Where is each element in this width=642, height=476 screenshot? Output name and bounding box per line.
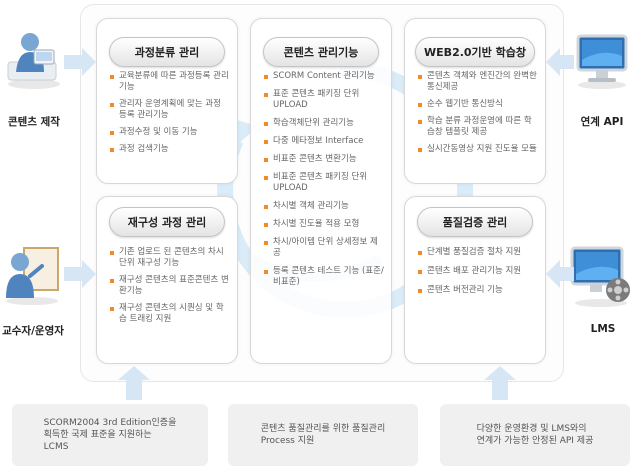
list-item: 차시/아이템 단위 상세정보 제공 <box>263 237 385 259</box>
list-item: 학습 분류 과정운영에 따른 학습창 템플릿 제공 <box>417 116 539 138</box>
feature-line: Process 지원 <box>260 436 315 446</box>
card-quality-title: 품질검증 관리 <box>417 207 533 237</box>
list-item: 비표준 콘텐츠 변환기능 <box>263 154 385 165</box>
list-item: 비표준 콘텐츠 패키징 단위 UPLOAD <box>263 172 385 194</box>
arrow-up-icon <box>484 366 516 400</box>
list-item: 다중 메타정보 Interface <box>263 136 385 147</box>
arrow-left-icon <box>546 48 574 76</box>
card-content: 콘텐츠 관리기능 SCORM Content 관리기능 표준 콘텐츠 패키징 단… <box>250 18 392 364</box>
card-restructure-title: 재구성 과정 관리 <box>109 207 225 237</box>
connector-arrows <box>64 48 574 400</box>
feature-box-quality: 콘텐츠 품질관리를 위한 품질관리 Process 지원 <box>228 404 418 466</box>
actor-label-lms: LMS <box>590 323 616 335</box>
list-item: 차시별 객체 관리기능 <box>263 201 385 212</box>
actor-label-content-creation: 콘텐츠 제작 <box>8 116 60 128</box>
arrow-up-icon <box>118 366 150 400</box>
list-item: 등록 콘텐츠 테스트 기능 (표준/비표준) <box>263 266 385 288</box>
list-item: 관리자 운영계획에 맞는 과정 등록 관리기능 <box>109 99 231 121</box>
list-item: 실시간동영상 지원 진도율 모듈 <box>417 144 539 155</box>
card-web-list: 콘텐츠 객체와 엔진간의 완벽한 통신제공 순수 웹기반 통신방식 학습 분류 … <box>417 71 539 155</box>
list-item: 교육분류에 따른 과정등록 관리기능 <box>109 71 231 93</box>
lms-monitor-film-icon <box>570 246 630 307</box>
list-item: 기존 업로드 된 콘텐츠의 차시단위 재구성 기능 <box>109 247 231 269</box>
list-item: 학습객체단위 관리기능 <box>263 118 385 129</box>
card-restructure-list: 기존 업로드 된 콘텐츠의 차시단위 재구성 기능 재구성 콘텐츠의 표준콘텐츠… <box>109 247 231 325</box>
card-restructure: 재구성 과정 관리 기존 업로드 된 콘텐츠의 차시단위 재구성 기능 재구성 … <box>96 196 238 364</box>
list-item: 콘텐츠 객체와 엔진간의 완벽한 통신제공 <box>417 71 539 93</box>
feature-line: 콘텐츠 품질관리를 위한 품질관리 <box>260 424 386 434</box>
feature-box-api: 다양한 운영환경 및 LMS와의 연계가 가능한 안정된 API 제공 <box>440 404 630 466</box>
card-web: WEB2.0기반 학습창 콘텐츠 객체와 엔진간의 완벽한 통신제공 순수 웹기… <box>404 18 546 184</box>
feature-line: SCORM2004 3rd Edition인증을 <box>43 418 177 428</box>
card-curriculum-title: 과정분류 관리 <box>109 37 225 67</box>
feature-line: 연계가 가능한 안정된 API 제공 <box>476 436 594 446</box>
card-curriculum: 과정분류 관리 교육분류에 따른 과정등록 관리기능 관리자 운영계획에 맞는 … <box>96 18 238 184</box>
list-item: 콘텐츠 버전관리 기능 <box>417 285 539 296</box>
author-computer-icon <box>7 33 60 89</box>
card-curriculum-list: 교육분류에 따른 과정등록 관리기능 관리자 운영계획에 맞는 과정 등록 관리… <box>109 71 231 155</box>
feature-box-scorm: SCORM2004 3rd Edition인증을 획득한 국제 표준을 지원하는… <box>12 404 208 466</box>
card-web-title: WEB2.0기반 학습창 <box>415 37 535 67</box>
list-item: 과정수정 및 이동 기능 <box>109 127 231 138</box>
list-item: 단계별 품질검증 절차 지원 <box>417 247 539 258</box>
list-item: SCORM Content 관리기능 <box>263 71 385 82</box>
feature-line: 획득한 국제 표준을 지원하는 <box>43 430 152 440</box>
feature-line: LCMS <box>43 442 69 452</box>
instructor-whiteboard-icon <box>6 247 59 305</box>
list-item: 표준 콘텐츠 패키징 단위 UPLOAD <box>263 89 385 111</box>
card-quality-list: 단계별 품질검증 절차 지원 콘텐츠 배포 관리기능 지원 콘텐츠 버전관리 기… <box>417 247 539 296</box>
card-quality: 품질검증 관리 단계별 품질검증 절차 지원 콘텐츠 배포 관리기능 지원 콘텐… <box>404 196 546 364</box>
list-item: 과정 검색기능 <box>109 144 231 155</box>
list-item: 콘텐츠 배포 관리기능 지원 <box>417 266 539 277</box>
card-content-list: SCORM Content 관리기능 표준 콘텐츠 패키징 단위 UPLOAD … <box>263 71 385 288</box>
feature-line: 다양한 운영환경 및 LMS와의 <box>476 424 587 434</box>
api-monitor-icon <box>576 34 628 89</box>
list-item: 차시별 진도율 적용 모형 <box>263 219 385 230</box>
list-item: 재구성 콘텐츠의 표준콘텐츠 변환기능 <box>109 275 231 297</box>
arrow-left-icon <box>546 260 574 288</box>
card-content-title: 콘텐츠 관리기능 <box>263 37 379 67</box>
list-item: 순수 웹기반 통신방식 <box>417 99 539 110</box>
actor-label-api: 연계 API <box>580 116 624 128</box>
arrow-right-icon <box>64 48 96 76</box>
arrow-right-icon <box>64 260 96 288</box>
actor-label-instructor: 교수자/운영자 <box>2 325 64 337</box>
list-item: 재구성 콘텐츠의 시퀀싱 및 학습 트래킹 지원 <box>109 303 231 325</box>
